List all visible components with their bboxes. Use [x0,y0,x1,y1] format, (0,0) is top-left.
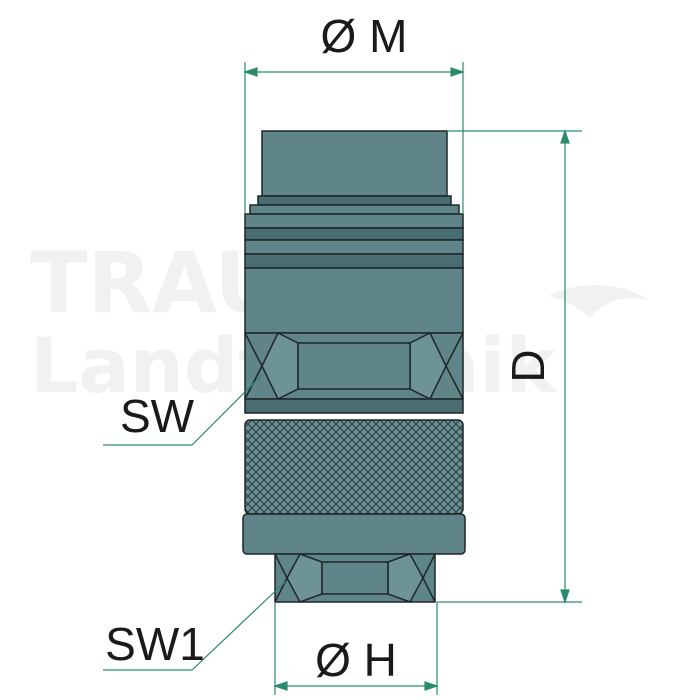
hex-sw [244,331,464,401]
dimension-lines [103,62,582,695]
sw-leader [103,374,263,446]
ring [244,398,464,414]
top-nipple [261,130,448,197]
dim-h-arrow-left [273,681,288,691]
watermark-logo-icon [548,284,650,318]
label-sw1: SW1 [105,618,205,670]
groove-3 [244,213,464,229]
collar [242,513,466,555]
label-diameter-h: Ø H [315,634,397,686]
label-sw: SW [120,390,195,442]
groove-6 [244,253,464,269]
dim-d-arrow-top [560,129,570,144]
dim-m-arrow-left [243,67,258,77]
coupling-body [242,130,466,603]
sw1-leader [103,581,286,671]
label-diameter-m: Ø M [321,10,408,62]
dim-m-arrow-right [450,67,465,77]
groove-1 [257,195,452,206]
label-length-d: D [502,349,554,382]
hex-sw1 [274,553,436,603]
groove-2 [249,204,460,215]
groove-4 [244,227,464,241]
sleeve [244,267,464,334]
knurled-sleeve [244,419,464,515]
dim-h-arrow-right [424,681,439,691]
dim-d-arrow-bottom [560,589,570,604]
groove-5 [244,239,464,255]
